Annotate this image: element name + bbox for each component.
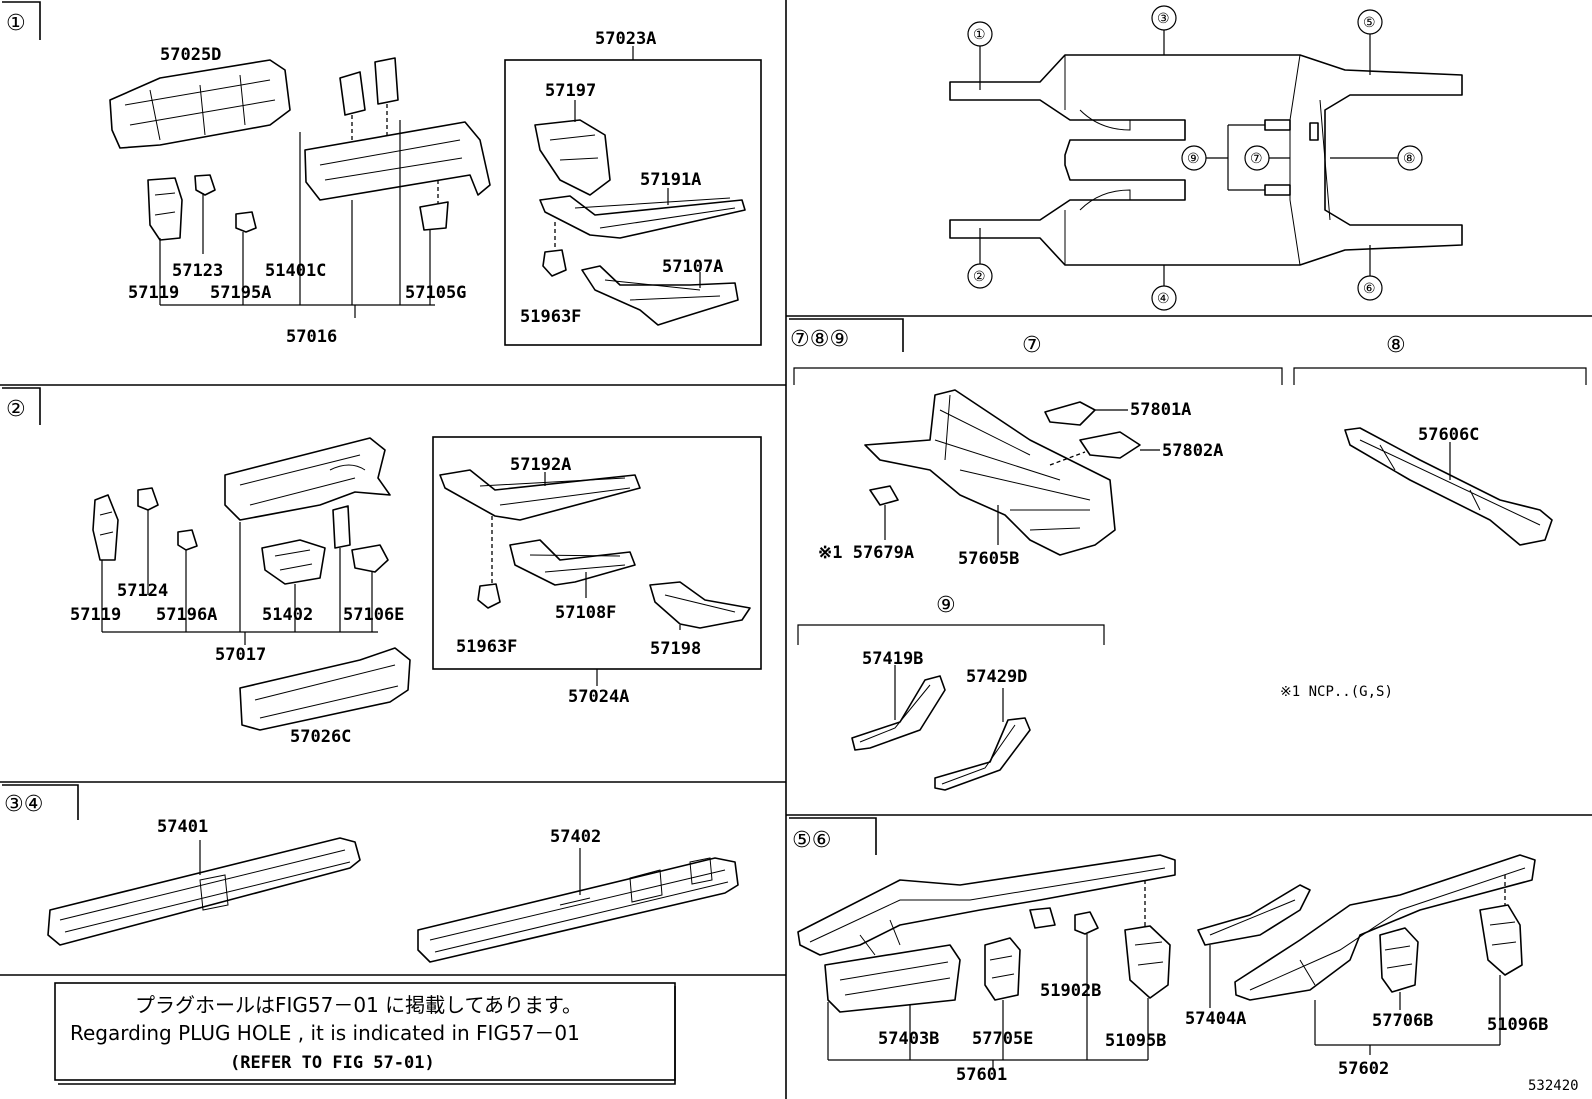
label-57106E[interactable]: 57106E (343, 605, 404, 625)
label-57017[interactable]: 57017 (215, 645, 266, 665)
label-57679A[interactable]: ※1 57679A (818, 543, 914, 563)
label-57419B[interactable]: 57419B (862, 649, 923, 669)
label-51902B[interactable]: 51902B (1040, 981, 1101, 1001)
callout-9[interactable]: ⑨ (1187, 151, 1200, 167)
section-tag-789: ⑦⑧⑨ (789, 318, 904, 352)
footnote: ※1 NCP..(G,S) (1280, 684, 1393, 700)
label-57404A[interactable]: 57404A (1185, 1009, 1246, 1029)
label-57023A[interactable]: 57023A (595, 29, 656, 49)
label-57124[interactable]: 57124 (117, 581, 168, 601)
section-7-8-9: ⑦ ⑧ 57801A 57802A ※1 57679A 57605B 57606… (793, 333, 1587, 791)
label-57706B[interactable]: 57706B (1372, 1011, 1433, 1031)
label-51095B[interactable]: 51095B (1105, 1031, 1166, 1051)
section-tag-1-text: ① (6, 11, 26, 36)
label-57107A[interactable]: 57107A (662, 257, 723, 277)
label-57195A[interactable]: 57195A (210, 283, 271, 303)
callout-7[interactable]: ⑦ (1250, 151, 1263, 167)
section-tag-2-text: ② (6, 397, 26, 422)
label-57191A[interactable]: 57191A (640, 170, 701, 190)
note-jp: プラグホールはFIG57－01 に掲載してあります。 (135, 993, 582, 1017)
callout-8[interactable]: ⑧ (1403, 151, 1416, 167)
label-57401[interactable]: 57401 (157, 817, 208, 837)
note-en: Regarding PLUG HOLE , it is indicated in… (70, 1021, 580, 1045)
callout-4[interactable]: ④ (1157, 291, 1170, 307)
figure-id: 532420 (1528, 1078, 1579, 1094)
label-57025D[interactable]: 57025D (160, 45, 221, 65)
section-tag-2: ② (2, 387, 41, 425)
section-tag-1: ① (2, 1, 41, 40)
heading-7: ⑦ (1022, 333, 1042, 358)
heading-9: ⑨ (936, 593, 956, 618)
label-57119-2[interactable]: 57119 (70, 605, 121, 625)
label-57429D[interactable]: 57429D (966, 667, 1027, 687)
section-tag-56-text: ⑤⑥ (792, 828, 831, 853)
label-57402[interactable]: 57402 (550, 827, 601, 847)
label-57802A[interactable]: 57802A (1162, 441, 1223, 461)
label-57606C[interactable]: 57606C (1418, 425, 1479, 445)
frame-overview: ① ③ ⑤ ② ④ ⑥ ⑦ ⑧ ⑨ (949, 5, 1463, 311)
label-51963F[interactable]: 51963F (520, 307, 581, 327)
label-57192A[interactable]: 57192A (510, 455, 571, 475)
label-57119[interactable]: 57119 (128, 283, 179, 303)
label-51401C[interactable]: 51401C (265, 261, 326, 281)
label-57705E[interactable]: 57705E (972, 1029, 1033, 1049)
label-57601[interactable]: 57601 (956, 1065, 1007, 1085)
label-51963F-2[interactable]: 51963F (456, 637, 517, 657)
label-57105G[interactable]: 57105G (405, 283, 466, 303)
label-57196A[interactable]: 57196A (156, 605, 217, 625)
callout-3[interactable]: ③ (1157, 11, 1170, 27)
section-tag-789-text: ⑦⑧⑨ (790, 327, 849, 352)
section-tag-34-text: ③④ (4, 792, 43, 817)
label-57016[interactable]: 57016 (286, 327, 337, 347)
label-57108F[interactable]: 57108F (555, 603, 616, 623)
section-2: 57124 57119 57196A 51402 57106E 57017 57… (70, 436, 762, 747)
label-57403B[interactable]: 57403B (878, 1029, 939, 1049)
label-57198[interactable]: 57198 (650, 639, 701, 659)
label-51402[interactable]: 51402 (262, 605, 313, 625)
label-57026C[interactable]: 57026C (290, 727, 351, 747)
callout-5[interactable]: ⑤ (1363, 15, 1376, 31)
label-57602[interactable]: 57602 (1338, 1059, 1389, 1079)
overview-callouts: ① ③ ⑤ ② ④ ⑥ ⑦ ⑧ ⑨ (967, 5, 1423, 311)
heading-8: ⑧ (1386, 333, 1406, 358)
callout-2[interactable]: ② (973, 269, 986, 285)
section-1: 57025D 57123 57119 57195A 51401C 57105G … (109, 29, 762, 347)
label-57801A[interactable]: 57801A (1130, 400, 1191, 420)
label-57605B[interactable]: 57605B (958, 549, 1019, 569)
callout-6[interactable]: ⑥ (1363, 281, 1376, 297)
label-57123[interactable]: 57123 (172, 261, 223, 281)
section-5-6: 57403B 57705E 51902B 51095B 57601 57404A… (797, 854, 1548, 1085)
section-tag-34: ③④ (2, 784, 79, 820)
label-51096B[interactable]: 51096B (1487, 1015, 1548, 1035)
callout-1[interactable]: ① (973, 27, 986, 43)
note-box: プラグホールはFIG57－01 に掲載してあります。 Regarding PLU… (54, 982, 676, 1085)
label-57197[interactable]: 57197 (545, 81, 596, 101)
note-refer[interactable]: (REFER TO FIG 57-01) (230, 1053, 435, 1073)
section-3-4: 57401 57402 (47, 817, 739, 963)
section-tag-56: ⑤⑥ (789, 817, 877, 855)
label-57024A[interactable]: 57024A (568, 687, 629, 707)
